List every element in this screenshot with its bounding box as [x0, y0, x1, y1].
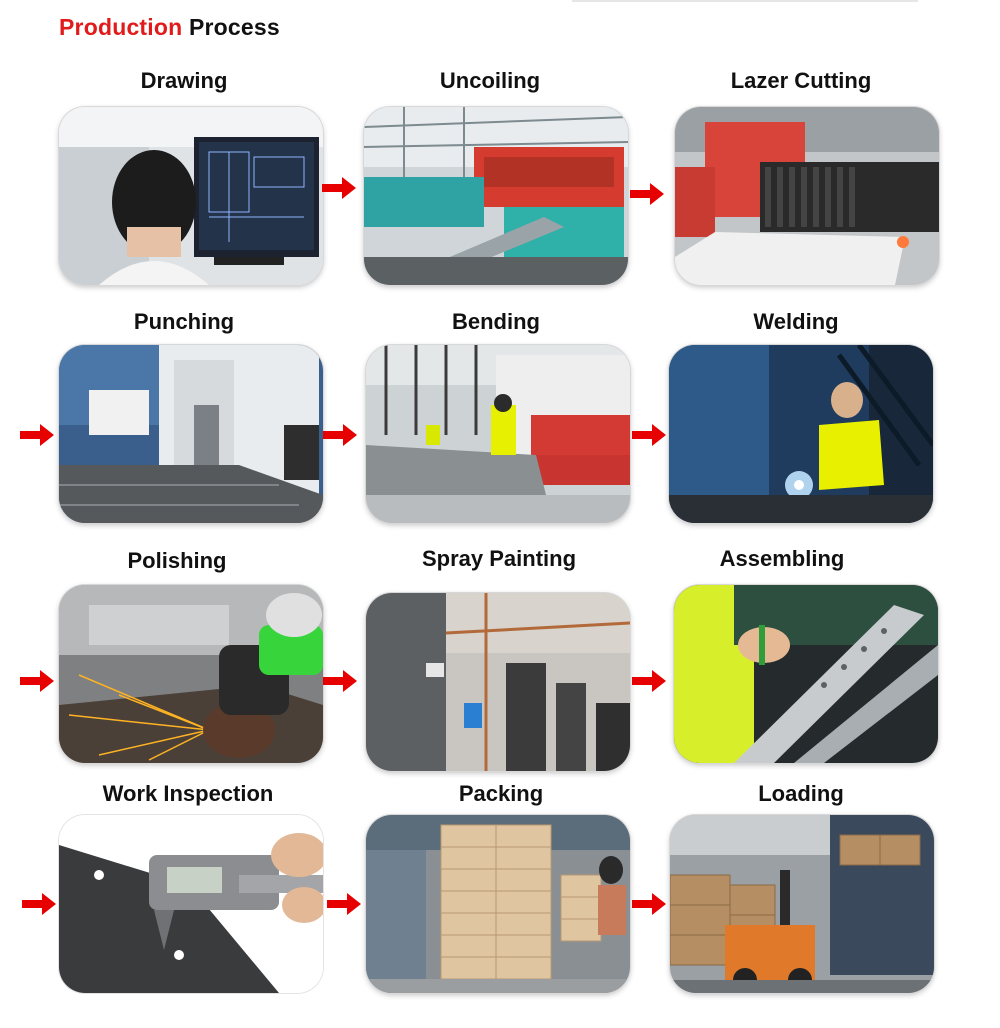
photo-assembling	[674, 585, 938, 763]
step-label-assembling: Assembling	[719, 546, 845, 571]
red-arrow-right-icon	[632, 424, 666, 446]
step-label-punching: Punching	[133, 309, 235, 334]
photo-drawing	[59, 107, 323, 285]
red-arrow-right-icon	[327, 893, 361, 915]
red-arrow-right-icon	[323, 670, 357, 692]
step-label-packing: Packing	[458, 781, 544, 806]
section-title: Production Process	[59, 14, 280, 41]
photo-welding	[669, 345, 933, 523]
top-divider-line	[572, 0, 918, 2]
step-label-drawing: Drawing	[140, 68, 228, 93]
photo-bending	[366, 345, 630, 523]
step-label-lazer-cutting: Lazer Cutting	[730, 68, 872, 93]
photo-loading	[670, 815, 934, 993]
photo-polishing	[59, 585, 323, 763]
photo-punching	[59, 345, 323, 523]
red-arrow-right-icon	[632, 670, 666, 692]
photo-packing	[366, 815, 630, 993]
red-arrow-right-icon	[322, 177, 356, 199]
step-label-bending: Bending	[452, 309, 540, 334]
step-label-polishing: Polishing	[127, 548, 227, 573]
photo-uncoiling	[364, 107, 628, 285]
step-label-spray-painting: Spray Painting	[421, 546, 577, 571]
red-arrow-right-icon	[632, 893, 666, 915]
step-label-uncoiling: Uncoiling	[439, 68, 541, 93]
red-arrow-right-icon	[323, 424, 357, 446]
step-label-loading: Loading	[758, 781, 844, 806]
red-arrow-right-icon	[20, 424, 54, 446]
section-title-accent: Production	[59, 14, 183, 40]
step-label-work-inspection: Work Inspection	[102, 781, 274, 806]
red-arrow-right-icon	[20, 670, 54, 692]
section-title-rest: Process	[188, 14, 280, 40]
red-arrow-right-icon	[22, 893, 56, 915]
photo-spray-painting	[366, 593, 630, 771]
photo-work-inspection	[59, 815, 323, 993]
red-arrow-right-icon	[630, 183, 664, 205]
photo-lazer-cutting	[675, 107, 939, 285]
step-label-welding: Welding	[753, 309, 839, 334]
